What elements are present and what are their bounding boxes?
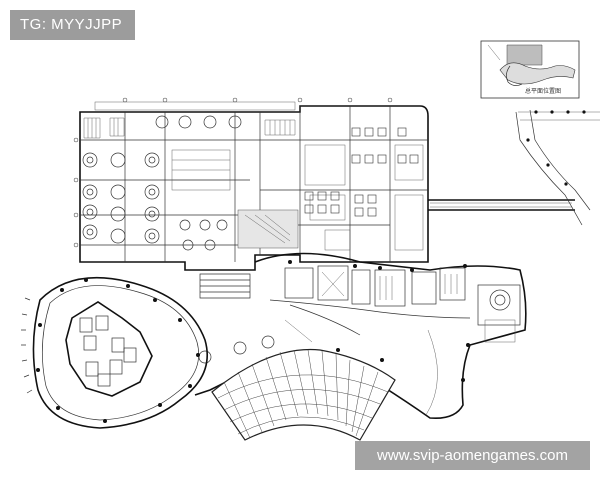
watermark-banner: www.svip-aomengames.com [355,441,590,470]
left-oval-wing [21,276,209,429]
round-tables [82,115,511,364]
grid-markers [73,97,393,248]
bridge-corridor [428,109,600,226]
key-plan: 总平面位置图 [480,40,580,99]
tag-label: TG: MYYJJPP [10,10,135,40]
glass-canopy [211,348,396,441]
square-tables [304,127,419,217]
key-plan-label: 总平面位置图 [525,87,561,95]
